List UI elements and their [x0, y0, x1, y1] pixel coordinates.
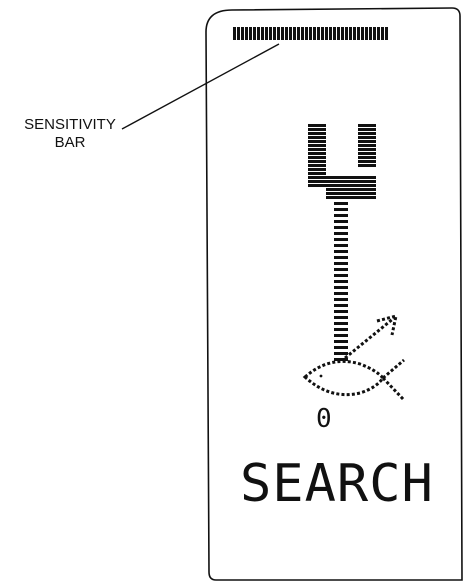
sensitivity-bar-icon — [233, 27, 388, 40]
callout-line-2: BAR — [54, 134, 86, 151]
callout-line-1: SENSITIVITY — [24, 116, 116, 133]
display-panel-outline — [205, 7, 463, 581]
depth-column-icon — [334, 202, 348, 361]
depth-digit: 0 — [316, 404, 332, 434]
fish-icon — [302, 358, 406, 402]
sensitivity-bar-callout: SENSITIVITY BAR — [4, 116, 136, 152]
signal-column-icon — [308, 124, 376, 199]
fish-arrow-icon — [344, 313, 398, 360]
callout-leader-line — [121, 43, 280, 130]
mode-label: SEARCH — [240, 454, 434, 514]
